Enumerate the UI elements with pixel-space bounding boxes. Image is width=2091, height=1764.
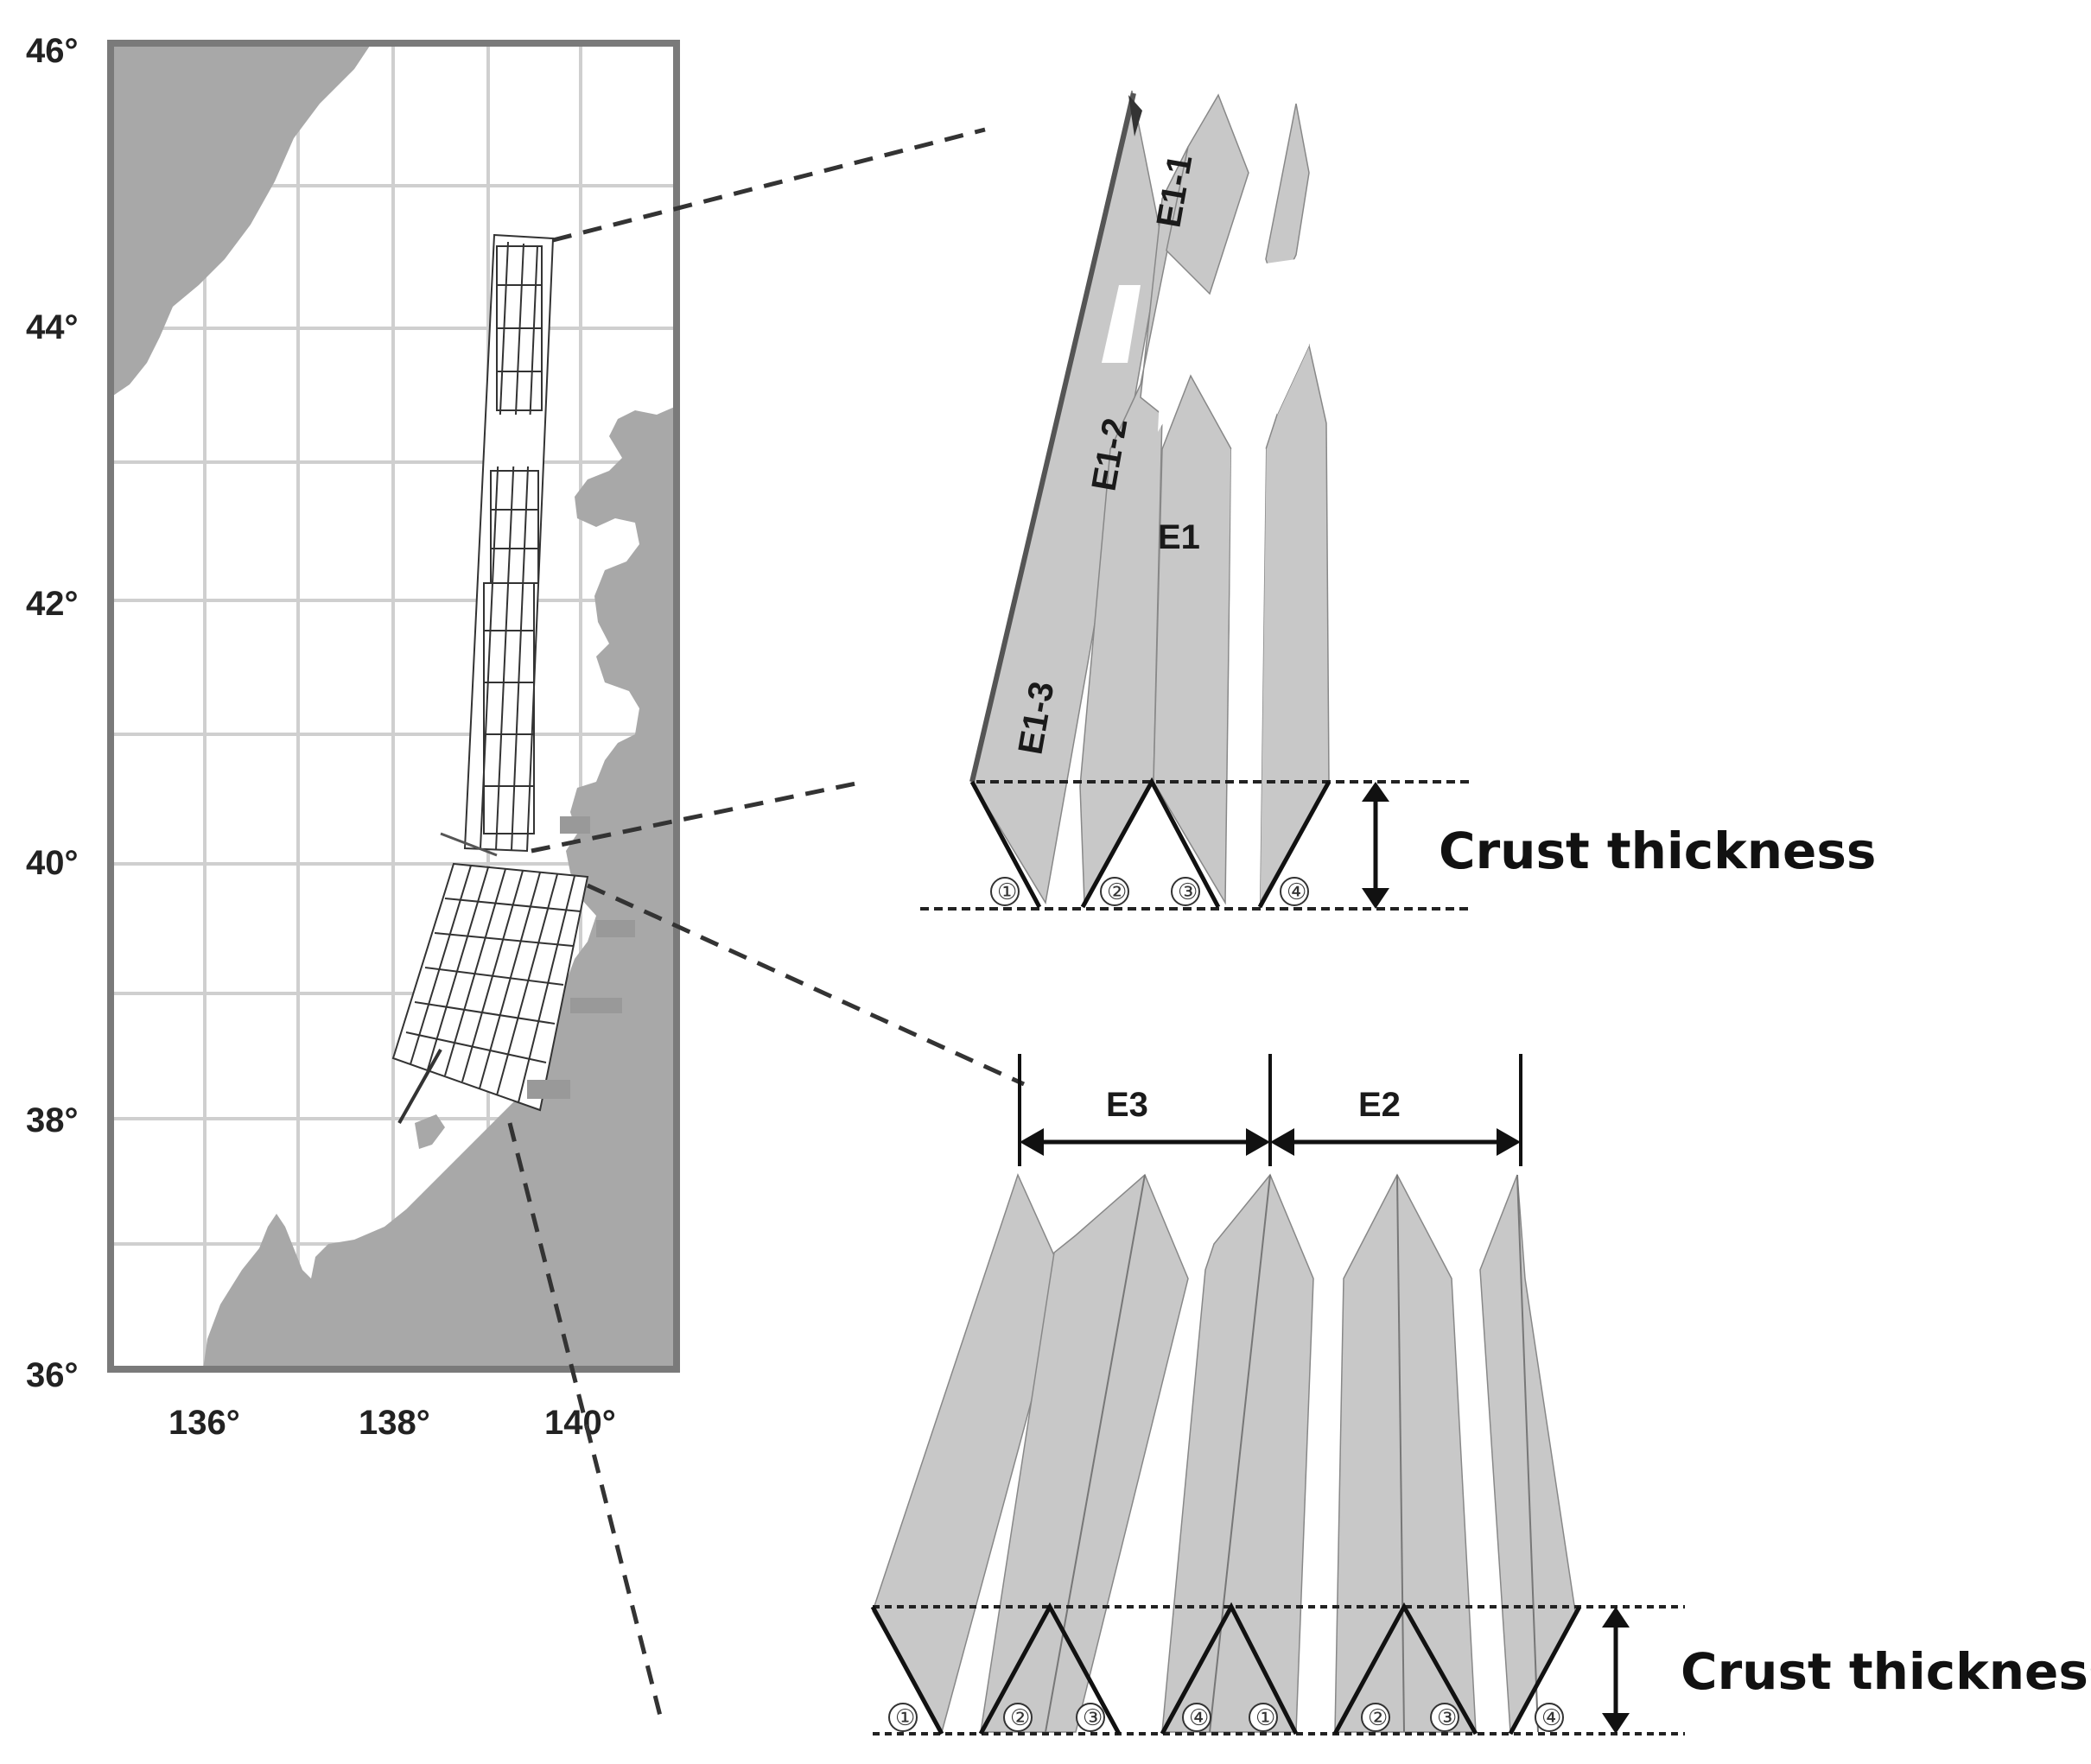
upper-marker-3: ③ [1171, 877, 1200, 906]
lower-strip-ridges [1045, 1174, 1539, 1733]
label-e1: E1 [1158, 518, 1200, 556]
upper-strip-3-lower [1153, 374, 1232, 905]
svg-text:①: ① [1255, 1705, 1275, 1731]
lat-label-42: 42° [26, 585, 79, 623]
lat-label-40: 40° [26, 844, 79, 882]
lower-marker-4a: ④ [1182, 1703, 1211, 1732]
map-fault-trace-top [440, 832, 498, 857]
svg-text:③: ③ [1437, 1705, 1457, 1731]
map-grid [111, 43, 677, 1369]
e3-e2-dimension [1018, 1054, 1522, 1166]
connector-lines [507, 127, 1026, 1720]
svg-text:④: ④ [1287, 879, 1306, 905]
map-frame [107, 40, 680, 1373]
lower-marker-3b: ③ [1430, 1703, 1459, 1732]
upper-gap-a [1158, 259, 1210, 432]
lower-markers: ① ② ③ ④ ① ② ③ ④ [888, 1703, 1564, 1732]
svg-text:②: ② [1368, 1705, 1388, 1731]
lower-crust-thickness-label: Crust thickness [1681, 1642, 2091, 1701]
lower-thickness-arrow [1602, 1607, 1630, 1734]
upper-strip-3 [1166, 93, 1249, 295]
upper-marker-4: ④ [1280, 877, 1309, 906]
lower-fault-panel: E3 E2 ① ② ③ [870, 1054, 2091, 1735]
upper-edge-line [969, 92, 1136, 783]
svg-text:③: ③ [1178, 879, 1198, 905]
map-marker-2 [596, 920, 635, 937]
upper-gap-b [1266, 259, 1309, 415]
lower-strip-3 [1161, 1173, 1314, 1733]
connector-upper-bottom [531, 779, 865, 853]
small-island [572, 1175, 588, 1192]
map-gap-block [488, 415, 542, 466]
map-fault-trace [397, 1049, 442, 1124]
lower-strips [872, 1172, 1576, 1735]
lat-label-38: 38° [26, 1101, 79, 1139]
upper-strip-4-lower [1259, 343, 1330, 905]
lon-label-136: 136° [168, 1404, 240, 1442]
label-e3: E3 [1106, 1086, 1148, 1124]
continent-land [111, 43, 372, 397]
upper-marker-2: ② [1100, 877, 1129, 906]
longitude-labels: 136° 138° 140° [168, 1404, 616, 1442]
lon-label-140: 140° [544, 1404, 616, 1442]
upper-dip-lines-2 [1080, 777, 1221, 909]
latitude-labels: 46° 44° 42° 40° 38° 36° [26, 32, 79, 1394]
svg-text:②: ② [1107, 879, 1127, 905]
lat-label-44: 44° [26, 308, 79, 346]
lon-label-138: 138° [359, 1404, 430, 1442]
lower-strip-4 [1334, 1173, 1477, 1733]
lower-marker-3a: ③ [1076, 1703, 1105, 1732]
japan-sea-map: 46° 44° 42° 40° 38° 36° 136° 138° 140° [26, 32, 680, 1442]
upper-thickness-arrow [1362, 782, 1389, 909]
lat-label-46: 46° [26, 32, 79, 70]
svg-text:③: ③ [1083, 1705, 1103, 1731]
map-marker-3 [570, 998, 622, 1013]
connector-lower-top [586, 883, 1026, 1087]
lower-marker-1b: ① [1249, 1703, 1278, 1732]
upper-gap-c [1227, 406, 1266, 903]
lower-marker-2b: ② [1361, 1703, 1390, 1732]
lower-marker-4b: ④ [1535, 1703, 1564, 1732]
upper-dip-lines-3 [1257, 780, 1332, 909]
label-e2: E2 [1358, 1086, 1401, 1124]
upper-arrowhead [1128, 95, 1142, 136]
upper-marker-1: ① [990, 877, 1020, 906]
upper-strip-2 [1079, 146, 1189, 905]
svg-text:④: ④ [1541, 1705, 1561, 1731]
connector-upper-top [552, 127, 986, 243]
map-fault-zone-lower [391, 862, 589, 1112]
svg-text:②: ② [1010, 1705, 1030, 1731]
upper-strip-1-gap [1102, 285, 1141, 363]
connector-lower-bottom [507, 1122, 664, 1720]
map-fault-zone-upper [463, 233, 555, 853]
upper-dip-lines [969, 780, 1042, 909]
map-marker-1 [560, 816, 590, 834]
svg-text:①: ① [997, 879, 1017, 905]
lat-label-36: 36° [26, 1356, 79, 1394]
upper-fault-panel: E1-1 E1-2 E1-3 E1 ① ② ③ [920, 90, 1876, 911]
map-marker-4 [527, 1080, 570, 1099]
lower-marker-2a: ② [1003, 1703, 1033, 1732]
upper-crust-thickness-label: Crust thickness [1439, 822, 1876, 880]
lower-dip-lines [870, 1602, 1582, 1735]
svg-text:①: ① [895, 1705, 915, 1731]
upper-markers: ① ② ③ ④ [990, 877, 1309, 906]
svg-text:④: ④ [1189, 1705, 1209, 1731]
japan-land [203, 406, 677, 1369]
lower-marker-1a: ① [888, 1703, 918, 1732]
e3-e2-arrowheads [1020, 1128, 1521, 1156]
sado-island [415, 1114, 445, 1149]
